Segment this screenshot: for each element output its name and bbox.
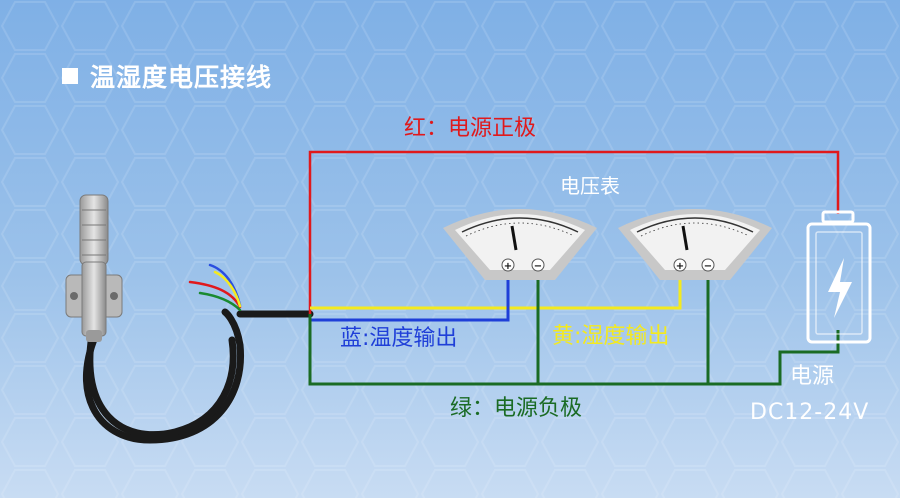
label-green-power-negative: 绿：电源负极 <box>450 396 583 421</box>
voltmeter-icon <box>443 209 597 280</box>
label-blue-temperature-output: 蓝:温度输出 <box>340 326 458 351</box>
meter-1-minus: − <box>534 261 542 272</box>
label-yellow-humidity-output: 黄:湿度输出 <box>552 324 670 349</box>
label-power: 电源 <box>790 364 835 389</box>
red-wire <box>308 150 840 314</box>
title-bullet-icon <box>62 68 78 84</box>
meter-1-plus: + <box>504 261 512 272</box>
voltmeter-icon <box>618 209 772 280</box>
meter-2-plus: + <box>676 261 684 272</box>
title-row: 温湿度电压接线 <box>62 58 272 94</box>
green-wire <box>308 314 840 386</box>
battery-icon <box>806 210 872 344</box>
page-title: 温湿度电压接线 <box>90 63 273 92</box>
sensor-leads <box>188 263 242 312</box>
label-voltmeter: 电压表 <box>560 174 620 198</box>
lightning-icon <box>828 258 852 318</box>
label-power-range: DC12-24V <box>750 400 870 425</box>
label-red-power-positive: 红：电源正极 <box>404 116 537 141</box>
sensor-probe <box>65 194 123 342</box>
blue-wire <box>310 266 510 322</box>
meter-2-minus: − <box>704 261 712 272</box>
